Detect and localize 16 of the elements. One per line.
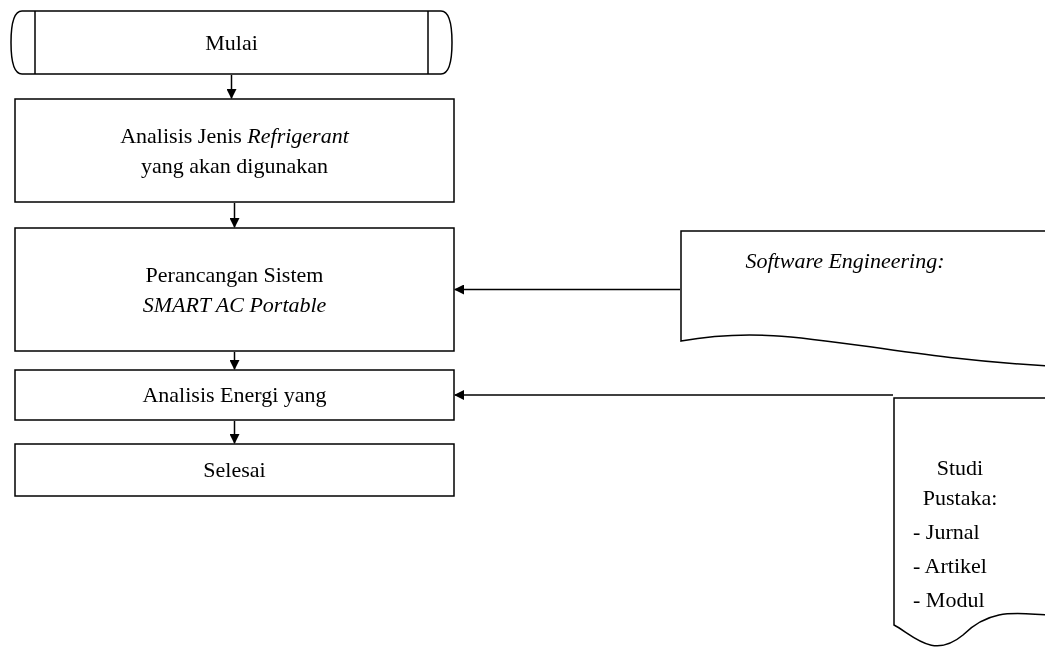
node-label: Analisis Jenis Refrigerant yang akan digunakan (119, 121, 351, 180)
arrow (226, 74, 237, 99)
node-label: Software Engineering: (745, 247, 945, 275)
arrow (454, 284, 681, 295)
arrow (229, 420, 240, 444)
list-item: - Jurnal (912, 518, 980, 546)
arrow (454, 390, 894, 400)
node-label: Perancangan Sistem SMART AC Portable (141, 260, 328, 319)
node-label: Selesai (203, 456, 266, 484)
arrow (229, 202, 240, 228)
arrow (229, 351, 240, 370)
node-label: Analisis Energi yang (142, 381, 327, 409)
node-label: Mulai (205, 28, 258, 57)
list-item: - Modul (912, 586, 985, 614)
list-item: - Artikel (912, 552, 987, 580)
node-label: Studi Pustaka: (921, 454, 999, 512)
